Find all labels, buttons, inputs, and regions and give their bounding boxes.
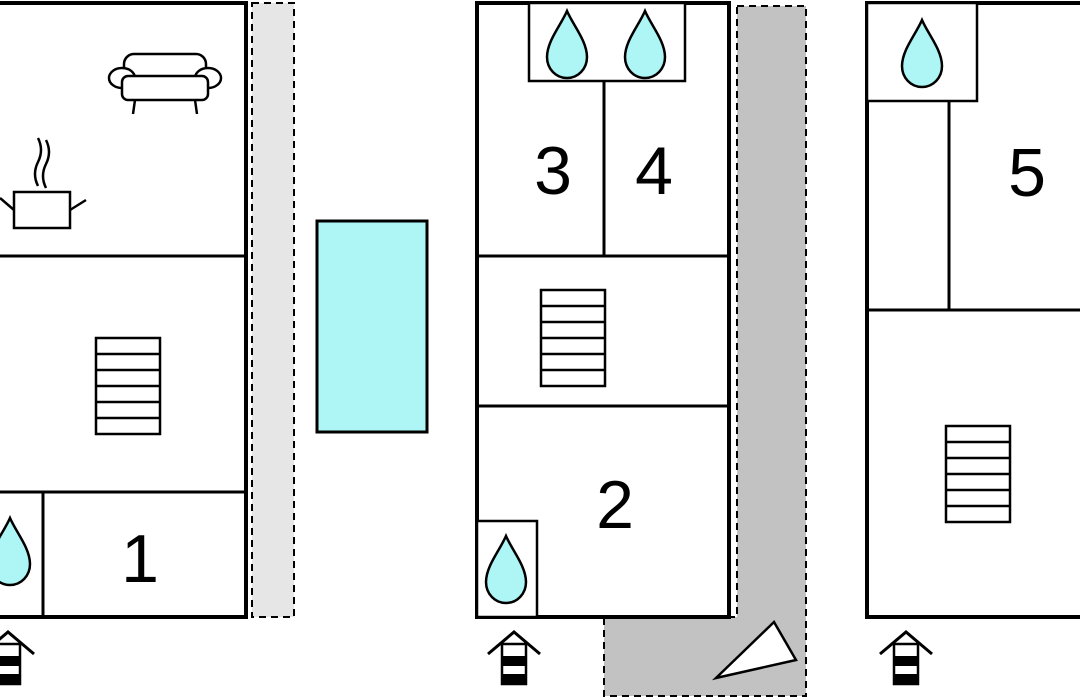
terrace-umbrella-icon: [711, 619, 798, 681]
terrace: [603, 5, 807, 697]
room-number-1: 1: [121, 521, 159, 597]
room-number-3: 3: [534, 133, 572, 209]
floor-1-outline: [0, 1, 248, 619]
room-number-5: 5: [1008, 135, 1046, 211]
room-number-2: 2: [596, 467, 634, 543]
floor-plan-1: 1: [0, 1, 295, 686]
stairs-icon: [539, 288, 607, 388]
entrance-icon: [486, 630, 542, 686]
pool: [315, 219, 429, 434]
stairs-icon: [94, 336, 162, 436]
floor-plan-3: 5: [865, 1, 1080, 686]
sofa-icon: [107, 52, 223, 115]
floor-plan-2: 3 4 2: [475, 1, 807, 697]
room-number-4: 4: [635, 133, 673, 209]
stairs-icon: [944, 424, 1012, 524]
entrance-icon: [0, 630, 36, 686]
entrance-icon: [878, 630, 934, 686]
cooking-pot-icon: [0, 137, 87, 230]
balcony: [251, 2, 295, 618]
